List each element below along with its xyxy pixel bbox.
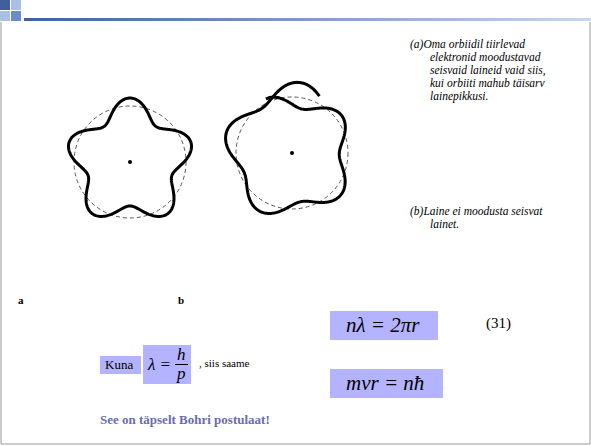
conclusion-text: See on täpselt Bohri postulaat! (100, 412, 270, 428)
equation-number: (31) (486, 315, 511, 332)
fraction: hp (175, 346, 188, 383)
standing-wave (68, 98, 191, 216)
denominator: p (175, 364, 188, 383)
nucleus-dot (128, 160, 132, 164)
caption-note: (b)Laine ei moodusta seisvat lainet. (410, 205, 560, 231)
formula-box: mvr = nħ (330, 369, 443, 398)
formula-box: Kuna (100, 356, 141, 374)
formula-text: mvr = nħ (346, 371, 424, 396)
orbit-circle (74, 106, 186, 218)
frame-line (590, 22, 591, 444)
frame-line (1, 22, 2, 444)
nucleus-dot (290, 151, 294, 155)
corner-square (11, 0, 21, 10)
connective-text: , siis saame (199, 357, 249, 369)
corner-square (0, 11, 10, 21)
numerator: h (175, 346, 188, 364)
caption-note: (a)Oma orbiidil tiirlevad elektronid moo… (410, 38, 560, 103)
formula-text: Kuna (105, 357, 133, 373)
non-standing-wave (226, 82, 346, 213)
figure-letter: b (178, 294, 184, 306)
corner-square (0, 0, 10, 10)
formula-text: λ = (148, 355, 171, 374)
frame-line (1, 444, 590, 445)
header-rule (24, 18, 591, 21)
formula-text: nλ = 2πr (346, 313, 419, 338)
formula-box: λ =hp (143, 345, 191, 384)
figure-letter: a (18, 294, 24, 306)
formula-box: nλ = 2πr (330, 311, 438, 340)
corner-square (11, 11, 21, 21)
